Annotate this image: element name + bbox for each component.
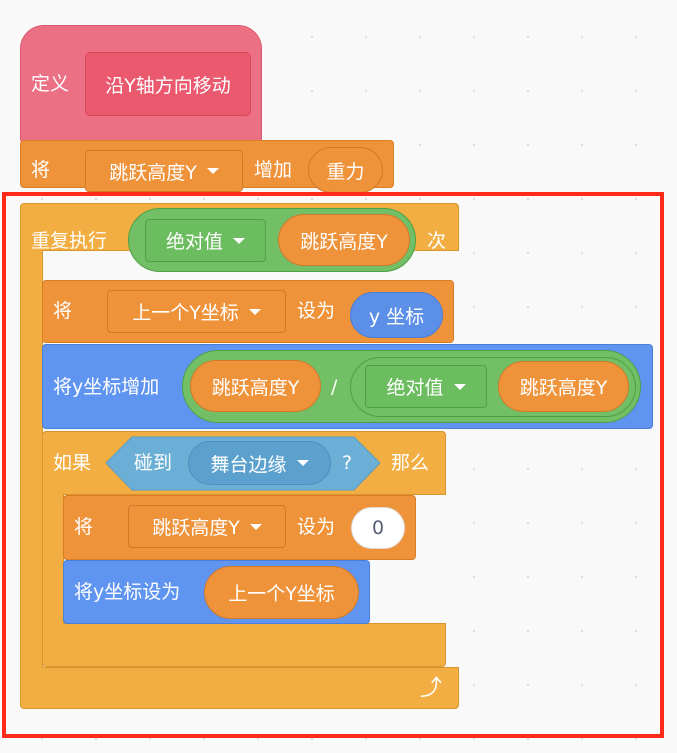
set-op-label: 设为 <box>297 516 336 538</box>
dropdown-arrow-icon <box>206 168 219 174</box>
variable-dropdown[interactable]: 跳跃高度Y <box>128 505 286 548</box>
previous-y-reporter[interactable]: 上一个Y坐标 <box>204 566 359 619</box>
reporter-text: 跳跃高度Y <box>519 377 608 399</box>
reporter-text: 重力 <box>326 160 365 183</box>
value-input[interactable]: 0 <box>351 507 405 549</box>
jump-height-reporter[interactable]: 跳跃高度Y <box>190 360 321 412</box>
dropdown-arrow-icon <box>233 237 245 244</box>
set-y-label: 将y坐标设为 <box>74 581 181 603</box>
dropdown-value: 上一个Y坐标 <box>132 302 239 324</box>
set-op-label: 设为 <box>297 300 336 322</box>
reporter-text: 跳跃高度Y <box>300 230 388 253</box>
repeat-label: 重复执行 <box>31 230 108 252</box>
change-y-label: 将y坐标增加 <box>53 376 160 398</box>
question-mark: ? <box>342 452 353 474</box>
procedure-prototype[interactable]: 沿Y轴方向移动 <box>85 52 251 116</box>
dropdown-value: 跳跃高度Y <box>152 517 240 539</box>
y-position-reporter[interactable]: y 坐标 <box>350 292 443 338</box>
dropdown-value: 绝对值 <box>165 231 223 253</box>
touching-target-dropdown[interactable]: 舞台边缘 <box>188 441 331 485</box>
highlight-box <box>2 192 664 738</box>
dropdown-arrow-icon <box>453 383 466 390</box>
set-label: 将 <box>74 516 94 538</box>
dropdown-value: 跳跃高度Y <box>109 161 197 184</box>
change-label: 将 <box>31 159 51 181</box>
reporter-text: 跳跃高度Y <box>211 376 300 399</box>
jump-height-reporter[interactable]: 跳跃高度Y <box>498 361 629 412</box>
gravity-reporter[interactable]: 重力 <box>308 147 383 193</box>
divide-sign: / <box>331 376 338 398</box>
dropdown-arrow-icon <box>249 523 262 530</box>
math-function-dropdown[interactable]: 绝对值 <box>145 219 266 262</box>
dropdown-value: 舞台边缘 <box>210 453 287 476</box>
dropdown-arrow-icon <box>296 460 309 466</box>
variable-dropdown[interactable]: 上一个Y坐标 <box>107 290 286 333</box>
dropdown-value: 绝对值 <box>386 377 444 399</box>
then-label: 那么 <box>391 452 430 474</box>
variable-dropdown[interactable]: 跳跃高度Y <box>85 150 243 192</box>
reporter-text: 上一个Y坐标 <box>228 583 335 605</box>
times-label: 次 <box>427 230 447 252</box>
define-label: 定义 <box>31 73 70 95</box>
set-label: 将 <box>53 300 73 322</box>
jump-height-reporter[interactable]: 跳跃高度Y <box>278 214 410 266</box>
reporter-text: y 坐标 <box>368 305 425 328</box>
repeat-loop-arrow-icon: ⤴ <box>420 676 443 701</box>
dropdown-arrow-icon <box>248 308 261 315</box>
input-value: 0 <box>371 517 385 539</box>
change-op-label: 增加 <box>254 159 293 181</box>
math-function-dropdown[interactable]: 绝对值 <box>365 365 487 408</box>
procedure-name: 沿Y轴方向移动 <box>105 74 231 97</box>
touching-label: 碰到 <box>134 452 173 474</box>
if-label: 如果 <box>53 452 92 474</box>
